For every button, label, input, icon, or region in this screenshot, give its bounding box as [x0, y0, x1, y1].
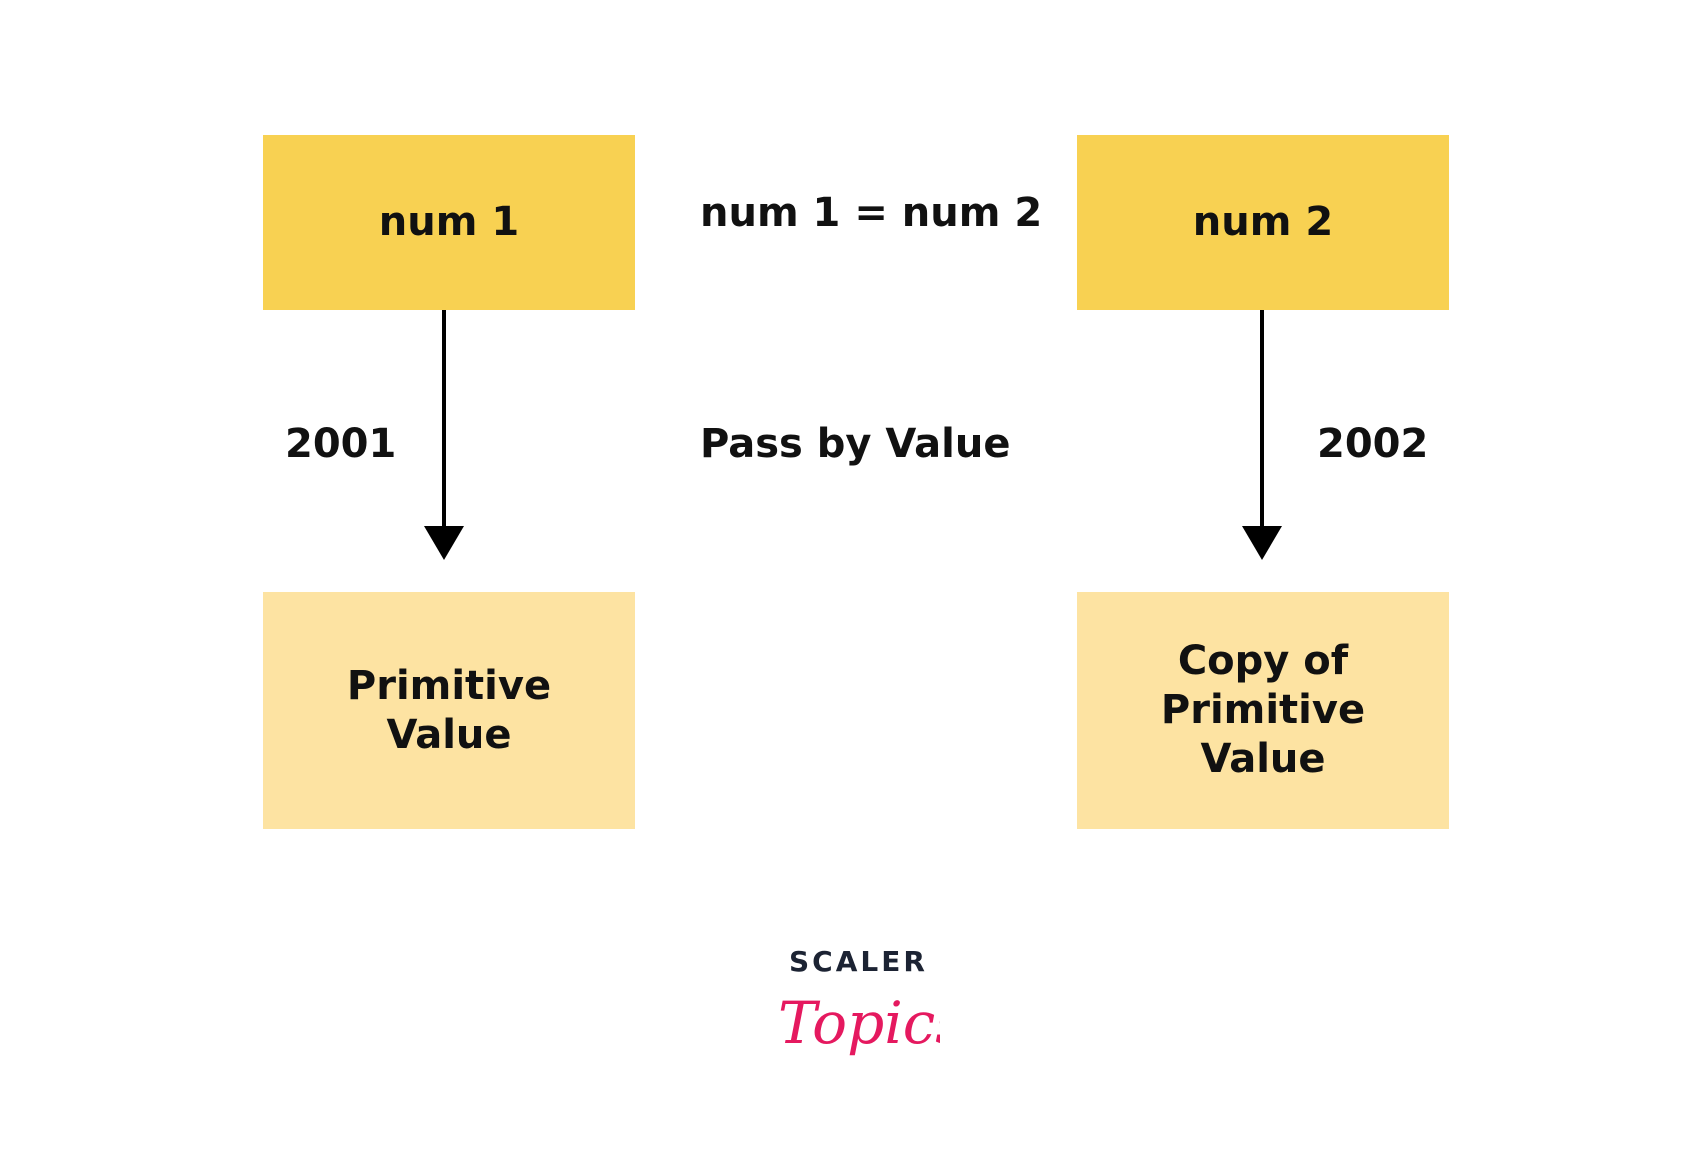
logo-topics-script: Topics [778, 989, 940, 1057]
node-copy-line: Value [1200, 735, 1326, 782]
node-copy-line: Primitive [1160, 687, 1366, 734]
scaler-topics-logo: SCALER Topics [770, 945, 940, 1075]
edge-label-2001: 2001 [285, 421, 397, 467]
pass-by-value-label: Pass by Value [700, 421, 1011, 467]
node-primitive-line: Primitive [346, 662, 552, 709]
node-primitive-line: Value [386, 711, 512, 758]
node-num2-label: num 2 [1192, 199, 1334, 246]
logo-scaler-text: SCALER [789, 945, 928, 978]
node-num2: num 2 [1077, 135, 1449, 310]
arrow-head [424, 526, 464, 560]
arrow-head [1242, 526, 1282, 560]
node-copy-line: Copy of [1177, 638, 1349, 685]
node-copy-of-primitive-value: Copy of Primitive Value [1077, 592, 1449, 829]
node-num1-label: num 1 [378, 199, 520, 246]
arrow-num1-to-primitive [424, 310, 464, 560]
edge-label-2002: 2002 [1317, 421, 1429, 467]
arrow-num2-to-copy [1242, 310, 1282, 560]
node-num1: num 1 [263, 135, 635, 310]
node-primitive-value: Primitive Value [263, 592, 635, 829]
assignment-label: num 1 = num 2 [700, 190, 1043, 236]
logo-topics-text: Topics [778, 989, 940, 1057]
